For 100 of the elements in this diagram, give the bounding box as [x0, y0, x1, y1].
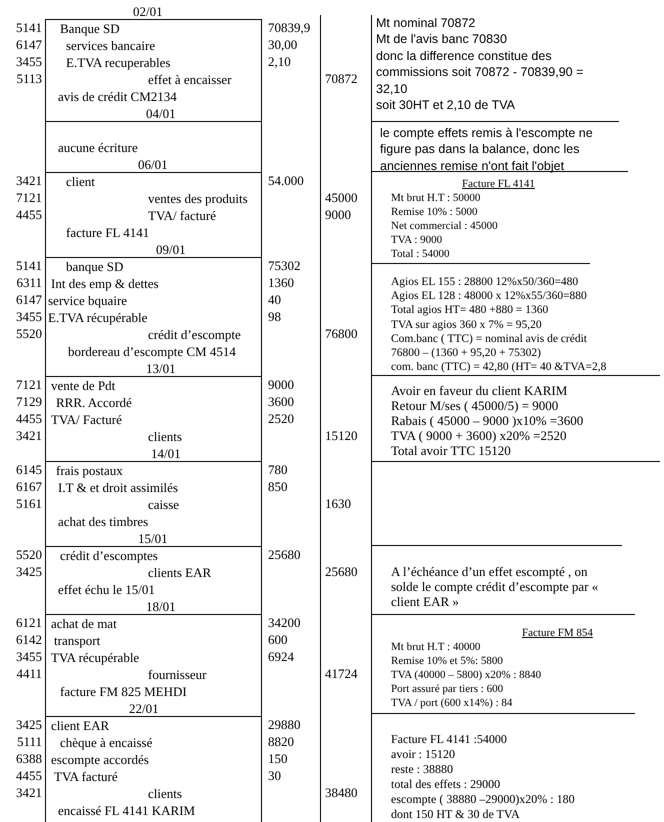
debit-amount: 3600	[268, 393, 294, 410]
debit-amount: 30	[268, 767, 281, 784]
credit-amount: 9000	[325, 206, 351, 223]
account-number: 3421	[15, 427, 42, 444]
account-number: 5141	[15, 19, 42, 36]
debit-amount: 54.000	[268, 172, 304, 189]
date-heading: 18/01	[146, 598, 176, 615]
note-text: Mt brut H.T : 40000	[391, 640, 482, 654]
entry-text: encaissé FL 4141 KARIM	[58, 802, 196, 819]
entry-text: achat des timbres	[58, 513, 148, 530]
entry-text: facture FM 825 MEHDI	[60, 683, 187, 700]
entry-text: aucune écriture	[58, 139, 138, 156]
note-text: avoir : 15120	[391, 747, 456, 762]
date-heading: 13/01	[146, 360, 176, 377]
account-number: 5161	[15, 495, 42, 512]
note-text: Mt nominal 70872	[376, 15, 476, 32]
account-number: 3421	[15, 784, 42, 801]
entry-text: transport	[54, 632, 100, 649]
account-number: 7121	[15, 376, 42, 393]
entry-text: crédit d’escomptes	[60, 547, 158, 564]
note-text: dont 150 HT & 30 de TVA	[391, 807, 521, 822]
note-text: Com.banc ( TTC) = nominal avis de crédit	[391, 332, 588, 346]
debit-amount: 29880	[268, 716, 300, 733]
note-box	[371, 15, 619, 122]
account-number: 3421	[15, 172, 42, 189]
note-text: Port assuré par tiers : 600	[391, 682, 504, 696]
account-number: 3455	[15, 308, 42, 325]
account-number: 6145	[15, 461, 42, 478]
note-text: com. banc (TTC) = 42,80 (HT= 40 &TVA=2,8	[391, 360, 608, 374]
entry-text: achat de mat	[51, 615, 117, 632]
debit-amount: 780	[268, 461, 288, 478]
note-text: Facture FL 4141 :54000	[391, 732, 508, 747]
invoice-heading: Facture FM 854	[522, 626, 593, 640]
debit-amount: 25680	[268, 546, 300, 563]
entry-text: banque SD	[66, 258, 124, 275]
note-text: reste : 38880	[391, 762, 454, 777]
date-heading: 06/01	[138, 156, 168, 173]
account-number: 3425	[15, 716, 42, 733]
credit-amount: 1630	[325, 495, 351, 512]
account-number: 3455	[15, 648, 42, 665]
note-text: TVA sur agios 360 x 7% = 95,20	[391, 318, 543, 332]
date-heading: 09/01	[156, 241, 186, 258]
debit-amount: 850	[268, 478, 288, 495]
note-text: soit 30HT et 2,10 de TVA	[376, 97, 516, 114]
debit-amount: 2520	[268, 410, 294, 427]
debit-amount: 40	[268, 291, 281, 308]
note-text: TVA / port (600 x14%) : 84	[391, 696, 514, 710]
entry-text: avis de crédit CM2134	[58, 88, 177, 105]
entry-text: facture FL 4141	[66, 224, 150, 241]
account-number: 6147	[15, 36, 42, 53]
note-text: TVA ( 9000 + 3600) x20% =2520	[391, 428, 568, 443]
entry-text: TVA/ facturé	[148, 207, 216, 224]
entry-text: RRR. Accordé	[56, 394, 132, 411]
account-number: 7129	[15, 393, 42, 410]
journal-entry-box	[45, 376, 262, 461]
credit-amount: 38480	[325, 784, 358, 801]
account-number: 5113	[15, 70, 42, 87]
account-number: 5520	[15, 546, 42, 563]
account-number: 5111	[16, 733, 42, 750]
account-number: 5520	[15, 325, 42, 342]
note-box	[371, 614, 635, 714]
note-text: Net commercial : 45000	[391, 219, 499, 233]
entry-text: Banque SD	[60, 20, 120, 37]
journal-entry-box	[45, 614, 262, 716]
note-text: A l’échéance d’un effet escompté , on solde le compte crédit d’escompte par « client EAR »	[391, 564, 599, 609]
entry-text: Int des emp & dettes	[51, 275, 159, 292]
debit-amount: 75302	[268, 257, 300, 274]
credit-amount: 15120	[325, 427, 358, 444]
account-number: 6388	[15, 750, 42, 767]
entry-text: frais postaux	[56, 462, 123, 479]
entry-text: effet à encaisser	[148, 71, 232, 88]
account-number: 4455	[15, 767, 42, 784]
entry-text: client	[66, 173, 95, 190]
date-heading: 22/01	[129, 700, 159, 717]
journal-entry-box	[45, 257, 262, 376]
note-text: escompte ( 38880 –29000)x20% : 180	[391, 792, 576, 807]
entry-text: clients	[148, 785, 182, 802]
account-number: 4455	[15, 410, 42, 427]
debit-amount: 150	[268, 750, 288, 767]
journal-entry-box	[45, 461, 262, 546]
entry-text: fournisseur	[148, 666, 206, 683]
credit-amount: 41724	[325, 665, 358, 682]
debit-amount: 1360	[268, 274, 294, 291]
entry-text: TVA récupérable	[51, 649, 140, 666]
note-text: TVA (40000 – 5800) x20% : 8840	[391, 668, 542, 682]
date-heading: 02/01	[133, 3, 163, 20]
debit-amount: 70839,9	[268, 19, 310, 36]
entry-text: clients	[148, 428, 182, 445]
journal-entry-box	[45, 121, 262, 172]
note-text: Rabais ( 45000 – 9000 )x10% =3600	[391, 413, 584, 428]
credit-amount: 45000	[325, 189, 358, 206]
note-text: TVA : 9000	[391, 233, 444, 247]
entry-text: caisse	[148, 496, 180, 513]
note-text: Mt brut H.T : 50000	[391, 191, 482, 205]
credit-amount: 76800	[325, 325, 358, 342]
note-text: Remise 10% : 5000	[391, 205, 478, 219]
note-text: Agios EL 128 : 48000 x 12%x55/360=880	[391, 289, 588, 304]
account-number: 6121	[15, 614, 42, 631]
date-heading: 15/01	[138, 530, 168, 547]
debit-amount: 6924	[268, 648, 294, 665]
